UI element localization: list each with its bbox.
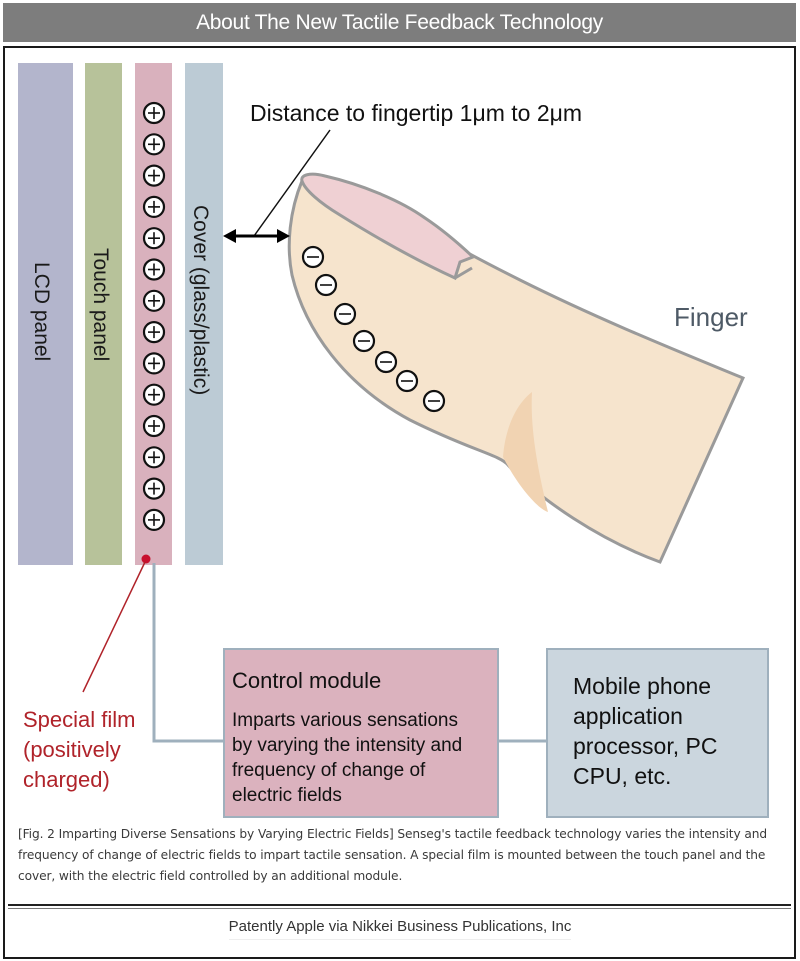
negative-charge-icon <box>422 389 446 413</box>
positive-charge-icon <box>142 133 166 156</box>
positive-charges <box>142 101 166 532</box>
negative-charge-icon <box>301 245 325 269</box>
processor-box <box>546 648 769 818</box>
positive-charge-icon <box>142 383 166 406</box>
control-module-line-1: Imparts various sensations <box>232 710 458 731</box>
negative-charge-icon <box>395 369 419 393</box>
special-film-line-2: (positively <box>23 737 121 762</box>
figure-caption: [Fig. 2 Imparting Diverse Sensations by … <box>18 827 767 883</box>
positive-charge-icon <box>142 477 166 500</box>
lcd-panel-layer <box>18 63 73 565</box>
positive-charge-icon <box>142 258 166 281</box>
special-film-line-1: Special film <box>23 707 135 732</box>
positive-charge-icon <box>142 508 166 532</box>
negative-charge-icon <box>333 302 357 326</box>
footer: Patently Apple via Nikkei Business Publi… <box>0 918 800 940</box>
finger-illustration <box>287 172 746 564</box>
special-film-line-3: charged) <box>23 767 110 792</box>
diagram-frame <box>3 46 796 959</box>
special-film-leader-line <box>82 561 146 693</box>
positive-charge-icon <box>142 352 166 375</box>
negative-charge-icon <box>374 350 398 374</box>
fingernail <box>300 172 476 281</box>
negative-charges <box>301 245 446 413</box>
positive-charge-icon <box>142 414 166 438</box>
footer-credit: Patently Apple via Nikkei Business Publi… <box>228 918 572 940</box>
processor-line-4: CPU, etc. <box>573 763 671 789</box>
touch-panel-label: Touch panel <box>89 248 112 361</box>
processor-line-3: processor, PC <box>573 733 717 759</box>
control-module-title: Control module <box>232 668 381 693</box>
lcd-panel-label: LCD panel <box>30 262 53 361</box>
processor-line-2: application <box>573 703 683 729</box>
control-module-description: Imparts various sensations by varying th… <box>232 710 468 806</box>
finger-label: Finger <box>674 302 748 332</box>
positive-charge-icon <box>142 446 166 469</box>
positive-charge-icon <box>142 101 166 125</box>
control-module-line-4: electric fields <box>232 785 342 806</box>
finger-skin <box>287 179 746 564</box>
cover-label: Cover (glass/plastic) <box>189 205 212 395</box>
control-module-box <box>223 648 499 818</box>
positive-charge-icon <box>142 164 166 187</box>
distance-leader-line <box>253 129 331 237</box>
finger-shade <box>503 392 548 512</box>
special-film-label: Special film (positively charged) <box>23 707 142 792</box>
distance-label: Distance to fingertip 1μm to 2μm <box>250 100 582 126</box>
cover-layer <box>185 63 223 565</box>
control-module-line-3: frequency of change of <box>232 760 426 781</box>
nail-edge <box>454 266 473 280</box>
positive-charge-icon <box>142 227 166 250</box>
processor-description: Mobile phone application processor, PC C… <box>573 673 724 789</box>
processor-line-1: Mobile phone <box>573 673 711 699</box>
negative-charge-icon <box>314 273 338 297</box>
positive-charge-icon <box>142 289 166 312</box>
positive-charge-icon <box>142 321 166 344</box>
double-arrow-icon <box>223 229 290 243</box>
control-module-line-2: by varying the intensity and <box>232 735 462 756</box>
page-title: About The New Tactile Feedback Technolog… <box>3 3 796 42</box>
footer-divider <box>8 904 791 909</box>
positive-charge-icon <box>142 195 166 218</box>
film-to-module-connector <box>152 563 224 743</box>
special-film-marker <box>141 554 151 564</box>
negative-charge-icon <box>352 329 376 353</box>
touch-panel-layer <box>85 63 122 565</box>
